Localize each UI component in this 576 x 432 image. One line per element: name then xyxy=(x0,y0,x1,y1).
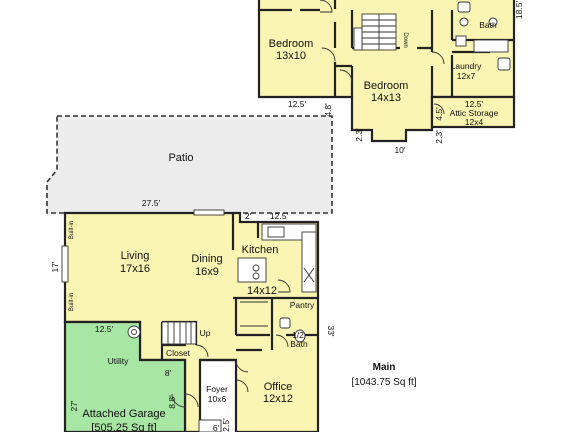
patio xyxy=(46,115,333,214)
level-name: Main xyxy=(372,362,396,373)
office-size: 12x12 xyxy=(263,393,293,405)
dim-18-5: 18.5' xyxy=(514,1,524,20)
upper-walls xyxy=(259,0,514,97)
down-label: Down xyxy=(402,32,408,47)
main-stairs xyxy=(161,321,197,345)
office-name: Office xyxy=(264,381,293,393)
foyer-size: 10x6 xyxy=(208,394,227,404)
kitchen-fixtures xyxy=(237,223,317,293)
closet-name: Closet xyxy=(166,348,191,358)
pantry-shelves xyxy=(240,301,268,327)
windows xyxy=(61,209,225,283)
bedroom-left-size: 13x10 xyxy=(276,50,306,62)
main-floor: Built-in Built-in xyxy=(61,209,320,432)
attic-name: Attic Storage xyxy=(450,108,499,118)
living-name: Living xyxy=(121,250,150,262)
dim-2-3-a: 2.3' xyxy=(354,128,364,142)
laundry-size: 12x7 xyxy=(457,71,476,81)
foyer-name: Foyer xyxy=(206,384,228,394)
dim-4-5: 4.5' xyxy=(434,107,444,121)
garage-name: Attached Garage xyxy=(82,408,165,420)
dim-12-5-kitchen: 12.5' xyxy=(270,211,289,221)
dim-10: 10' xyxy=(394,145,405,155)
dim-27: 27' xyxy=(69,400,79,411)
dim-17: 17' xyxy=(50,261,60,272)
dining-size: 16x9 xyxy=(195,266,219,278)
bedroom-right-size: 14x13 xyxy=(371,92,401,104)
builtin-label-top: Built-in xyxy=(69,221,75,239)
attached-garage xyxy=(63,320,187,432)
patio-name: Patio xyxy=(168,152,193,164)
half-bath-fixtures xyxy=(279,317,306,343)
dim-2-5: 2.5' xyxy=(221,418,231,432)
pantry-name: Pantry xyxy=(290,300,315,310)
dim-4-8: 4.8' xyxy=(323,103,333,117)
attic-storage xyxy=(430,95,516,129)
dim-33: 33' xyxy=(326,325,336,336)
dim-2: 2' xyxy=(245,211,252,221)
dim-12-5-top: 12.5' xyxy=(288,99,307,109)
bedroom-right-name: Bedroom xyxy=(364,80,409,92)
upper-door-swings xyxy=(319,0,445,115)
dim-12-5-attic: 12.5' xyxy=(465,99,484,109)
upper-stairs xyxy=(353,13,397,51)
half-bath-name2: Bath xyxy=(290,339,308,349)
kitchen-size: 14x12 xyxy=(247,285,277,297)
laundry-name: Laundry xyxy=(451,61,482,71)
dim-8-8: 8.8' xyxy=(167,395,177,409)
half-bath-name: 1/2 xyxy=(292,330,304,340)
dim-8: 8' xyxy=(165,368,172,378)
upper-floor: Down xyxy=(257,0,516,143)
utility-name: Utility xyxy=(108,356,130,366)
dim-2-3-b: 2.3' xyxy=(434,130,444,144)
bath-top-name: Bath xyxy=(479,20,497,30)
entry-step xyxy=(198,419,222,432)
dim-27-5: 27.5' xyxy=(142,198,161,208)
kitchen-name: Kitchen xyxy=(242,244,279,256)
level-area: [1043.75 Sq ft] xyxy=(351,377,417,388)
bedroom-left-name: Bedroom xyxy=(269,38,314,50)
bath-fixtures xyxy=(455,1,511,71)
attic-size: 12x4 xyxy=(465,117,484,127)
living-size: 17x16 xyxy=(120,263,150,275)
dining-name: Dining xyxy=(191,253,222,265)
utility-fixtures xyxy=(127,325,141,339)
dim-12-5-utility: 12.5' xyxy=(95,324,114,334)
garage-size: [505.25 Sq ft] xyxy=(91,422,156,432)
builtin-label-bottom: Built-in xyxy=(69,293,75,311)
up-label: Up xyxy=(200,328,211,338)
dim-6: 6' xyxy=(213,423,220,432)
